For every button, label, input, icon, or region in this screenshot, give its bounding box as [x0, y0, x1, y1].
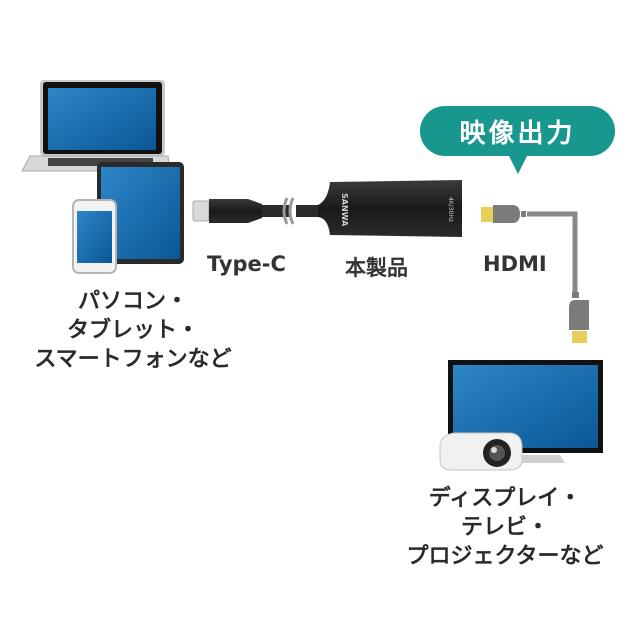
video-output-callout: 映像出力 [420, 106, 615, 174]
adapter-brand-text: SANWA [340, 193, 349, 227]
product-label: 本製品 [345, 256, 408, 280]
caption-line: スマートフォンなど [34, 347, 232, 372]
caption-line: パソコン・ [77, 289, 188, 314]
source-devices-caption: パソコン・ タブレット・ スマートフォンなど [0, 287, 266, 374]
type-c-label: Type-C [207, 252, 286, 276]
adapter-product-icon: SANWA 4K/30Hz [318, 180, 462, 237]
caption-line: プロジェクターなど [406, 544, 604, 569]
hdmi-label: HDMI [483, 252, 547, 276]
output-devices-caption: ディスプレイ・ テレビ・ プロジェクターなど [380, 484, 630, 571]
caption-line: テレビ・ [460, 515, 549, 540]
projector-icon [439, 432, 523, 471]
caption-line: タブレット・ [66, 318, 199, 343]
tablet-icon [97, 162, 184, 264]
adapter-spec-text: 4K/30Hz [447, 197, 454, 222]
caption-line: ディスプレイ・ [428, 486, 582, 511]
smartphone-icon [72, 199, 117, 274]
hdmi-cable-icon [481, 205, 589, 343]
usb-c-cable-icon [192, 197, 322, 225]
laptop-icon [21, 80, 171, 172]
